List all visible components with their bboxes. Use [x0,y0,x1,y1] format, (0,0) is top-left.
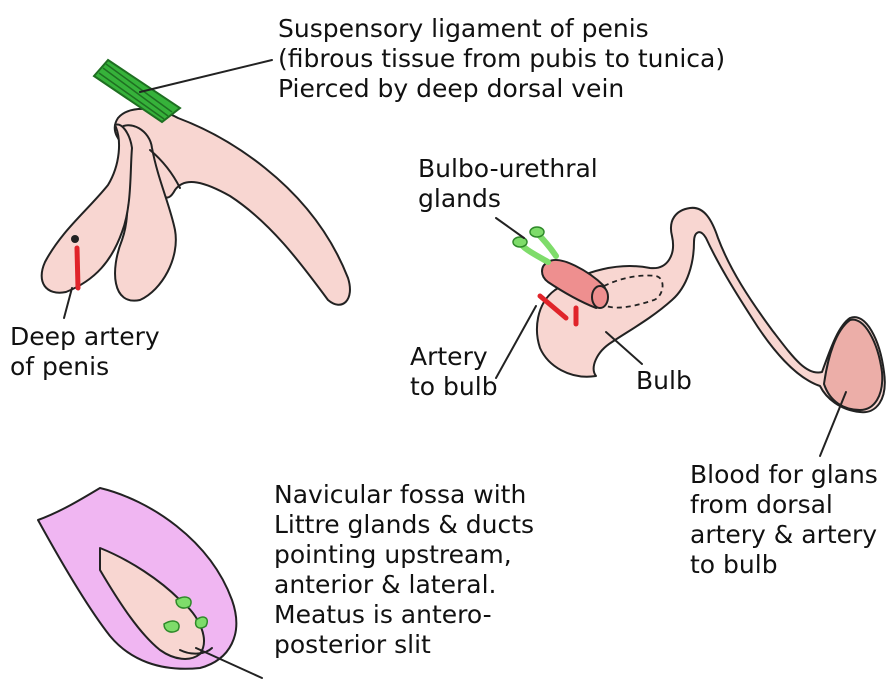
gland-right [530,227,544,237]
label-line: Deep artery [10,322,160,352]
deep-artery-vessel [77,248,78,288]
label-artery-to-bulb: Artery to bulb [410,342,498,402]
littre-gland-1 [176,597,191,608]
label-line: Suspensory ligament of penis [278,14,725,44]
corpus-spongiosum-figure [513,208,885,412]
label-line: to bulb [690,550,878,580]
littre-gland-3 [196,617,208,628]
label-line: to bulb [410,372,498,402]
label-line: glands [418,184,598,214]
leader-bulb [606,332,642,364]
label-line: pointing upstream, [274,540,534,570]
label-deep-artery: Deep artery of penis [10,322,160,382]
label-line: (fibrous tissue from pubis to tunica) [278,44,725,74]
gland-left [513,237,527,247]
label-line: Blood for glans [690,460,878,490]
label-line: artery & artery [690,520,878,550]
label-line: Pierced by deep dorsal vein [278,74,725,104]
label-line: Meatus is antero- [274,600,534,630]
label-navicular-fossa: Navicular fossa with Littre glands & duc… [274,480,534,660]
label-line: from dorsal [690,490,878,520]
label-line: Bulbo-urethral [418,154,598,184]
leader-artery-bulb [496,306,536,378]
deep-artery-dot [71,235,79,243]
glans-section-figure [38,488,236,669]
label-line: Artery [410,342,498,372]
leader-bulbo-urethral [496,218,524,238]
label-line: anterior & lateral. [274,570,534,600]
littre-gland-2 [164,621,179,632]
label-suspensory-ligament: Suspensory ligament of penis (fibrous ti… [278,14,725,104]
label-line: Bulb [636,366,692,396]
label-glans-blood: Blood for glans from dorsal artery & art… [690,460,878,580]
label-line: Littre glands & ducts [274,510,534,540]
label-line: posterior slit [274,630,534,660]
leader-ligament [140,60,272,92]
urethra-opening [592,286,608,308]
label-line: of penis [10,352,160,382]
label-line: Navicular fossa with [274,480,534,510]
label-bulbo-urethral-glands: Bulbo-urethral glands [418,154,598,214]
label-bulb: Bulb [636,366,692,396]
